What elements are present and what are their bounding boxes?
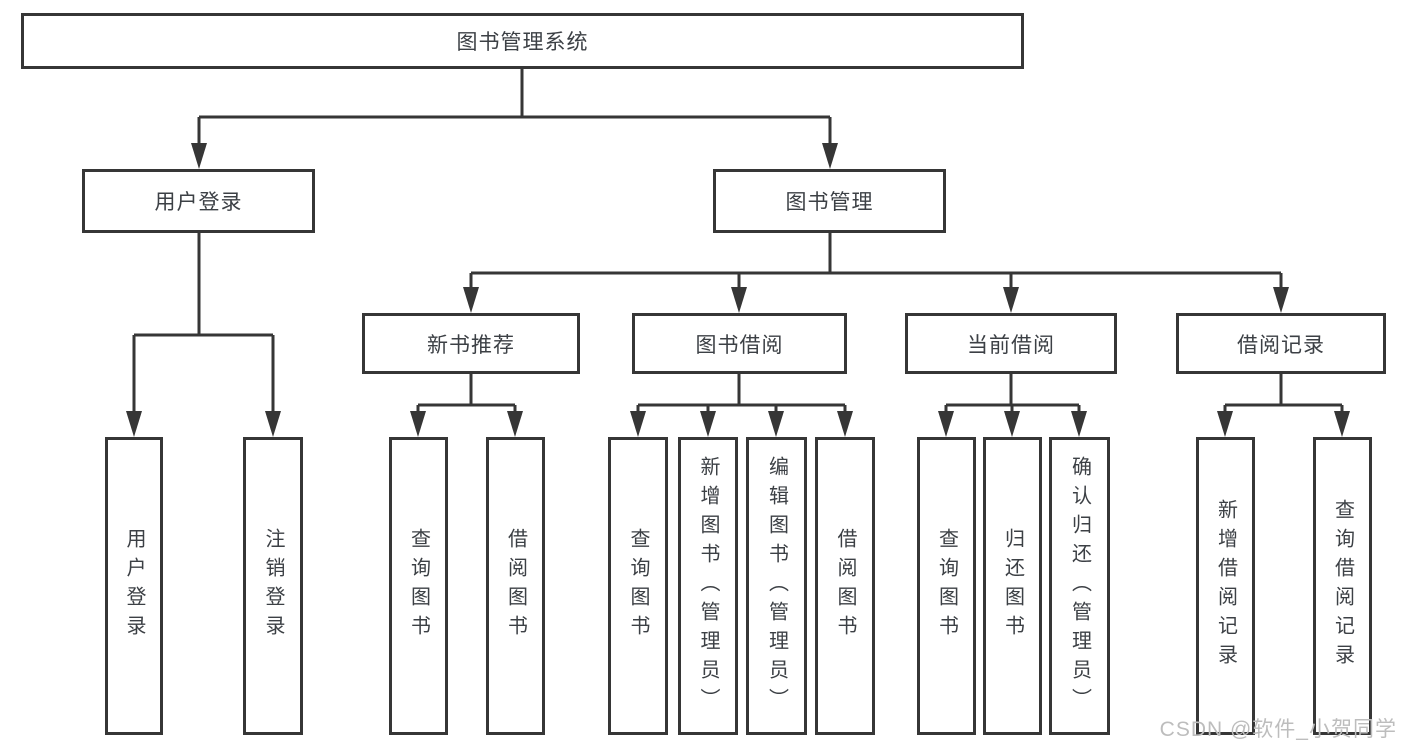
node-book-borrow: 图书借阅 [632, 313, 847, 374]
arrowhead [410, 411, 426, 437]
leaf-add-borrow-record: 新增借阅记录 [1196, 437, 1255, 735]
leaf-logout: 注销登录 [243, 437, 303, 735]
arrowhead [768, 411, 784, 437]
leaf-query-book-2: 查询图书 [608, 437, 668, 735]
csdn-watermark: CSDN @软件_小贺同学 [1159, 718, 1397, 741]
arrowhead [265, 411, 281, 437]
arrowhead [191, 143, 207, 169]
arrowhead [938, 411, 954, 437]
arrowhead [126, 411, 142, 437]
node-root: 图书管理系统 [21, 13, 1024, 69]
arrowhead [507, 411, 523, 437]
arrowhead [822, 143, 838, 169]
arrowhead [837, 411, 853, 437]
arrowhead [1004, 411, 1020, 437]
leaf-confirm-return-admin: 确认归还（管理员） [1049, 437, 1110, 735]
leaf-add-book-admin: 新增图书（管理员） [678, 437, 738, 735]
arrowhead [700, 411, 716, 437]
arrowhead [630, 411, 646, 437]
leaf-query-borrow-record: 查询借阅记录 [1313, 437, 1372, 735]
leaf-borrow-book-1: 借阅图书 [486, 437, 545, 735]
leaf-query-book-1: 查询图书 [389, 437, 448, 735]
arrowhead [1334, 411, 1350, 437]
arrowhead [1217, 411, 1233, 437]
arrowhead [1273, 287, 1289, 313]
leaf-borrow-book-2: 借阅图书 [815, 437, 875, 735]
arrowhead [463, 287, 479, 313]
leaf-return-book: 归还图书 [983, 437, 1042, 735]
leaf-user-login: 用户登录 [105, 437, 163, 735]
node-current-borrow: 当前借阅 [905, 313, 1117, 374]
arrowhead [1071, 411, 1087, 437]
node-user-login: 用户登录 [82, 169, 315, 233]
leaf-edit-book-admin: 编辑图书（管理员） [746, 437, 807, 735]
node-borrow-record: 借阅记录 [1176, 313, 1386, 374]
arrowhead [1003, 287, 1019, 313]
leaf-query-book-3: 查询图书 [917, 437, 976, 735]
arrowhead [731, 287, 747, 313]
node-book-management: 图书管理 [713, 169, 946, 233]
node-new-book-recommend: 新书推荐 [362, 313, 580, 374]
